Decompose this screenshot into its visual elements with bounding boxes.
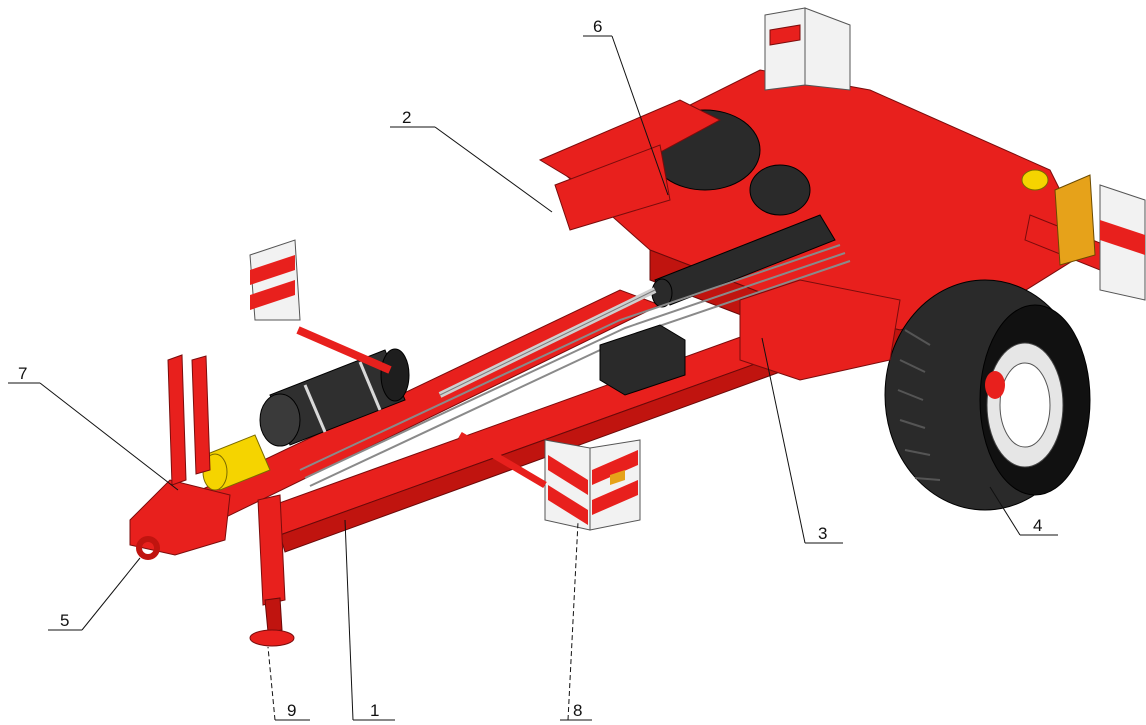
leader-8 <box>567 521 579 721</box>
callout-1: 1 <box>370 701 379 720</box>
roller-drum <box>749 164 811 216</box>
leader-5 <box>81 557 141 631</box>
reflector-rear-right <box>1099 184 1146 301</box>
beacon-light <box>1021 169 1049 191</box>
orange-plate <box>1054 174 1096 266</box>
callout-4: 4 <box>1033 516 1042 535</box>
leader-4 <box>989 486 1021 536</box>
leader-7 <box>39 382 179 491</box>
callout-5: 5 <box>60 611 69 630</box>
callout-2: 2 <box>402 108 411 127</box>
leader-2 <box>434 126 553 213</box>
support-leg <box>249 494 295 647</box>
callout-8: 8 <box>573 701 582 720</box>
hitch-mast <box>167 354 187 486</box>
tow-eye <box>136 536 160 560</box>
trailer-machine <box>129 7 1146 647</box>
reflector-rear-top <box>764 7 851 91</box>
hitch-ladder <box>191 355 211 475</box>
reflector-bottom <box>458 431 641 531</box>
roller-assembly <box>538 99 811 231</box>
callout-6: 6 <box>593 17 602 36</box>
leader-3 <box>761 337 806 544</box>
callout-3: 3 <box>818 524 827 543</box>
toolbox <box>599 324 686 396</box>
wheel <box>884 279 1091 511</box>
air-tank <box>259 348 410 447</box>
hitch-head <box>129 479 231 556</box>
leader-1 <box>344 519 354 721</box>
roller-bracket <box>554 144 671 231</box>
reflector-front <box>249 239 392 374</box>
callout-9: 9 <box>287 701 296 720</box>
leader-9 <box>267 646 276 721</box>
leader-6 <box>611 35 669 196</box>
leader-lines <box>8 35 1058 721</box>
axle-bracket <box>739 279 901 381</box>
callout-7: 7 <box>18 364 27 383</box>
hydraulic-cylinder <box>438 214 836 398</box>
callout-labels: 2 6 7 5 3 4 1 9 8 <box>18 17 1042 720</box>
